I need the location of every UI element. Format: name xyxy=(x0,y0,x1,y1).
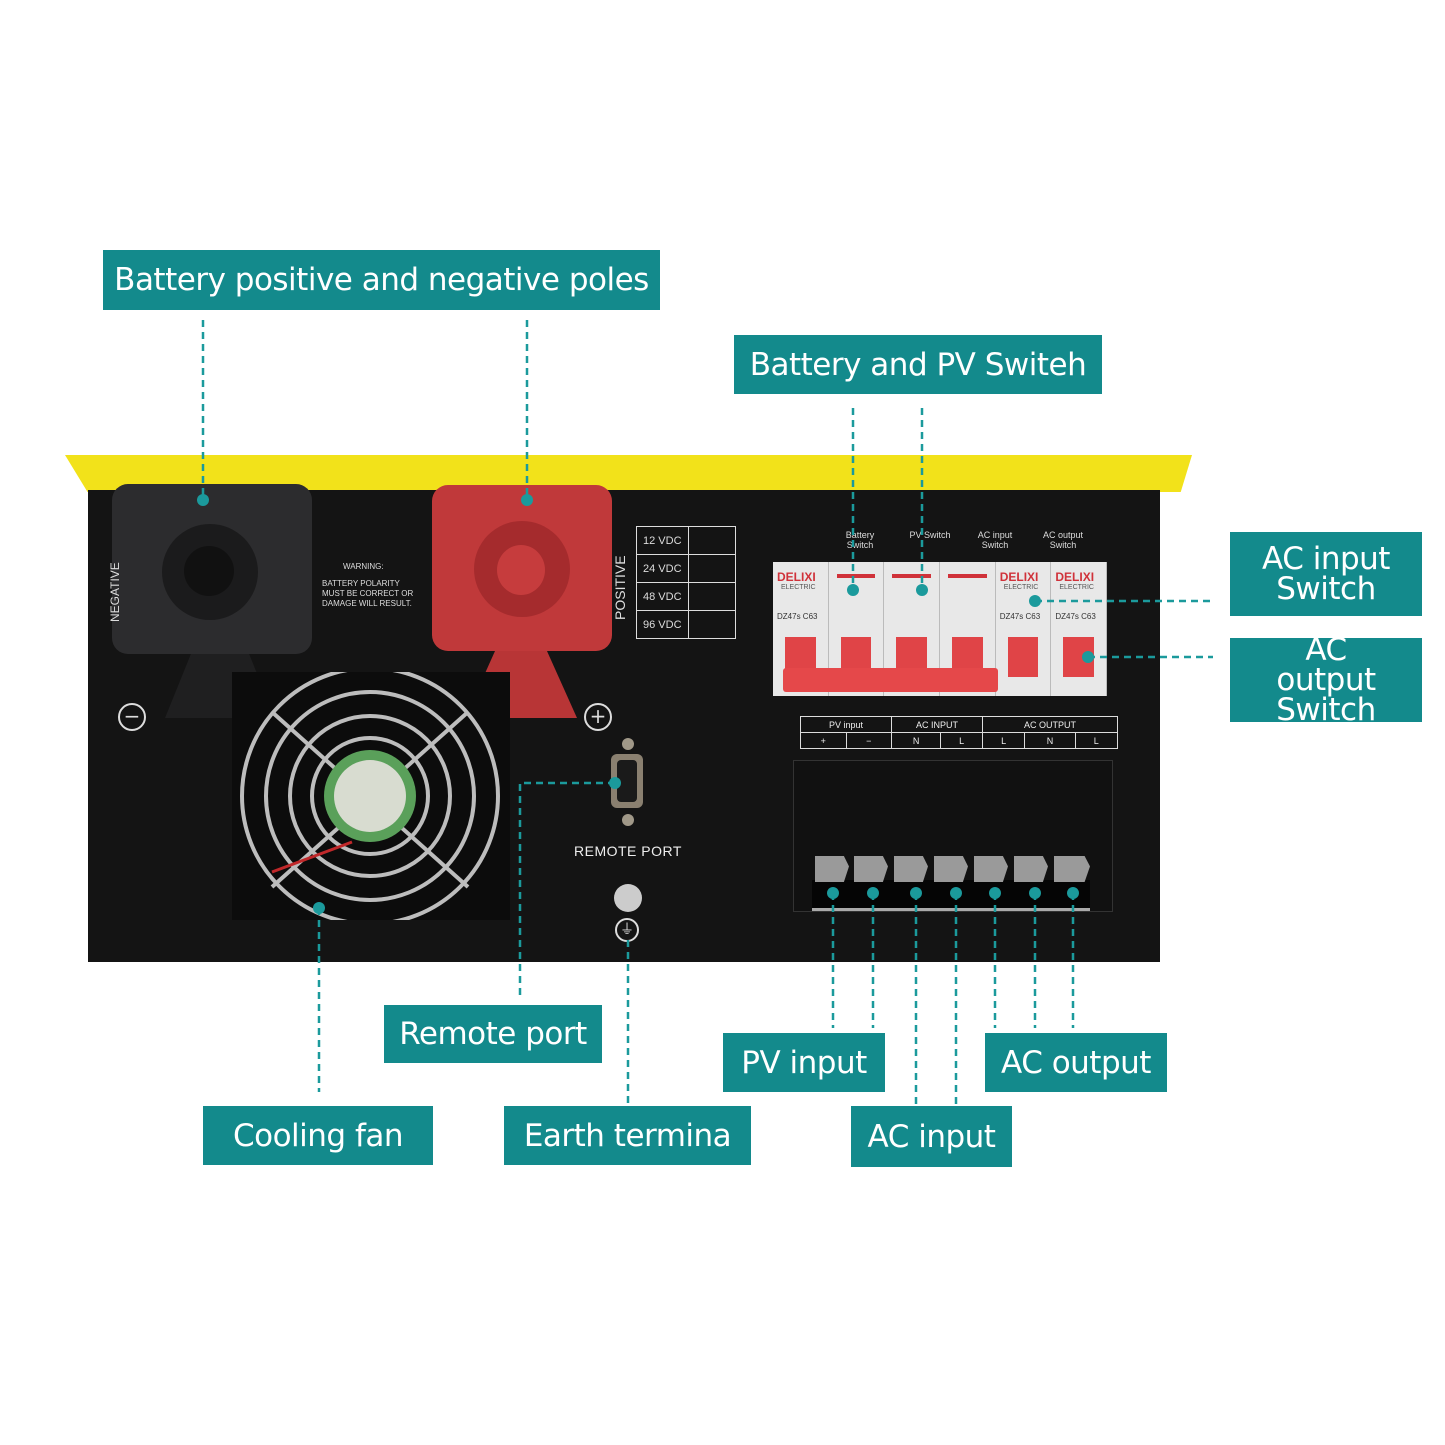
callout-ac-input-switch: AC input Switch xyxy=(1230,532,1422,616)
negative-terminal-cap xyxy=(112,484,312,654)
breaker-brand: DELIXI xyxy=(777,570,816,584)
terminal-acout-n[interactable] xyxy=(1014,856,1048,882)
breaker-brand: DELIXI xyxy=(999,570,1039,584)
breaker-sub: ELECTRIC xyxy=(781,584,816,591)
voltage-48: 48 VDC xyxy=(636,582,689,611)
voltage-24: 24 VDC xyxy=(636,554,689,583)
terminal-label-table: PV input AC INPUT AC OUTPUT + − N L L N … xyxy=(800,716,1119,749)
breaker-model: DZ47s C63 xyxy=(1055,612,1096,621)
callout-pv-input: PV input xyxy=(723,1033,885,1092)
breaker-tie-bar xyxy=(783,668,998,692)
voltage-96: 96 VDC xyxy=(636,610,689,639)
breaker-sub: ELECTRIC xyxy=(1059,584,1094,591)
pin-pv-minus: − xyxy=(845,732,892,749)
terminal-acin-l[interactable] xyxy=(934,856,968,882)
callout-cooling-fan: Cooling fan xyxy=(203,1106,433,1165)
pv-switch-label: PV Switch xyxy=(909,530,951,540)
terminal-acout-l1[interactable] xyxy=(974,856,1008,882)
breaker-model: DZ47s C63 xyxy=(777,612,818,621)
callout-remote-port: Remote port xyxy=(384,1005,602,1063)
voltage-table: 12 VDC 24 VDC 48 VDC 96 VDC xyxy=(636,526,736,639)
remote-port-label: REMOTE PORT xyxy=(574,843,682,859)
breaker-brand: DELIXI xyxy=(1055,570,1095,584)
ac-input-switch-label: AC input Switch xyxy=(977,530,1013,550)
pin-acin-l: L xyxy=(940,732,983,749)
pin-acout-l1: L xyxy=(981,732,1026,749)
terminal-pv-plus[interactable] xyxy=(815,856,849,882)
warning-title: WARNING: xyxy=(343,562,384,571)
port-screw-bottom xyxy=(622,814,634,826)
terminal-acout-l2[interactable] xyxy=(1054,856,1090,882)
callout-ac-input: AC input xyxy=(851,1106,1012,1167)
minus-symbol: − xyxy=(118,703,146,731)
cooling-fan xyxy=(232,672,510,920)
callout-ac-output: AC output xyxy=(985,1033,1167,1092)
plus-symbol: + xyxy=(584,703,612,731)
pin-acin-n: N xyxy=(890,732,942,749)
callout-earth-terminal: Earth termina xyxy=(504,1106,751,1165)
callout-ac-output-switch: AC output Switch xyxy=(1230,635,1422,726)
terminal-pv-minus[interactable] xyxy=(854,856,888,882)
terminal-acin-n[interactable] xyxy=(894,856,928,882)
positive-terminal-cap xyxy=(432,485,612,651)
breaker-model: DZ47s C63 xyxy=(999,612,1041,621)
pin-acout-l2: L xyxy=(1074,732,1119,749)
port-screw-top xyxy=(622,738,634,750)
warning-text: BATTERY POLARITY MUST BE CORRECT OR DAMA… xyxy=(322,579,414,608)
battery-switch-label: Battery Switch xyxy=(845,530,875,550)
callout-battery-pv-switch: Battery and PV Switeh xyxy=(734,335,1102,394)
breaker-sub: ELECTRIC xyxy=(1003,584,1039,591)
earth-bolt[interactable] xyxy=(614,884,642,912)
callout-battery-poles: Battery positive and negative poles xyxy=(103,250,660,310)
ac-output-switch-label: AC output Switch xyxy=(1042,530,1084,550)
